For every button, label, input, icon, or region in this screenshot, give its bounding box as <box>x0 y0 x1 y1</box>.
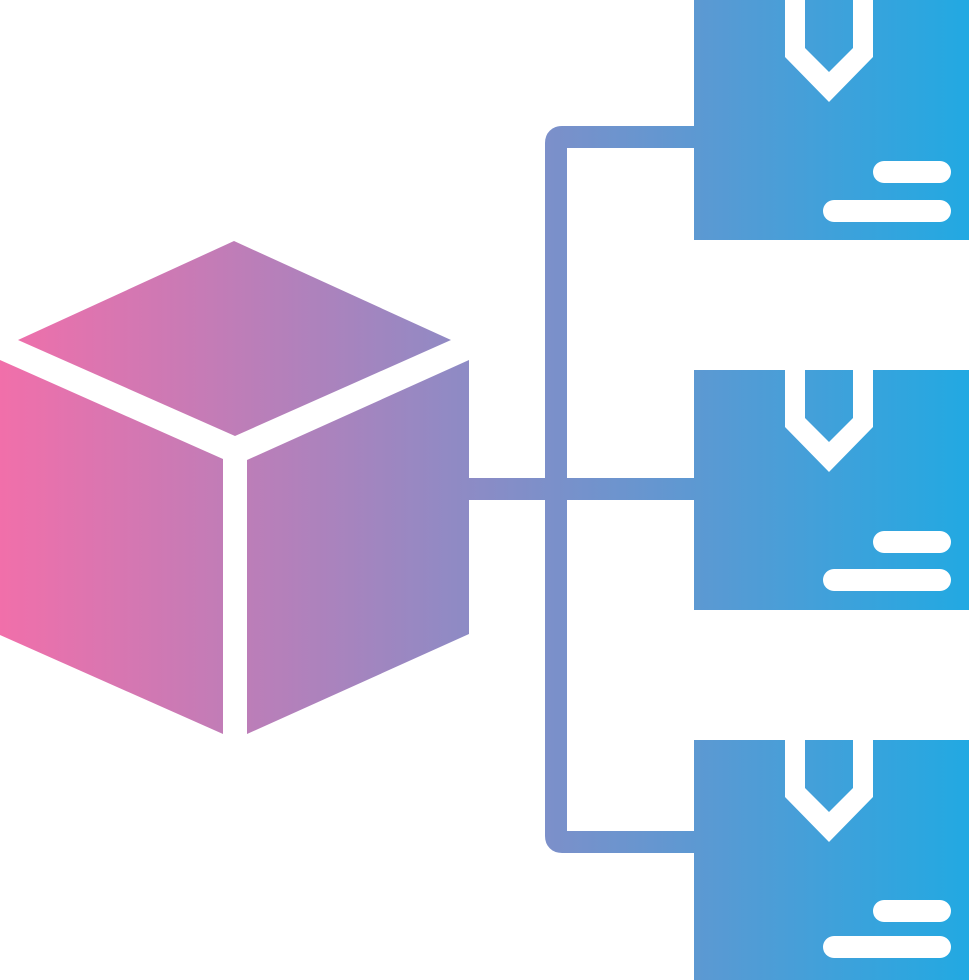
cube-top-face <box>18 241 451 436</box>
package-box-icon <box>694 0 969 240</box>
package-box-label-lines <box>823 531 951 591</box>
tree-connector-icon <box>469 126 694 853</box>
package-box-label-lines <box>823 900 951 958</box>
package-box-label-lines <box>823 161 951 222</box>
package-box-icon <box>694 370 969 610</box>
cube-icon <box>0 241 469 734</box>
connector-trunk <box>545 126 694 853</box>
cube-left-face <box>0 360 223 734</box>
cube-right-face <box>247 360 469 734</box>
package-box-icon <box>694 740 969 980</box>
